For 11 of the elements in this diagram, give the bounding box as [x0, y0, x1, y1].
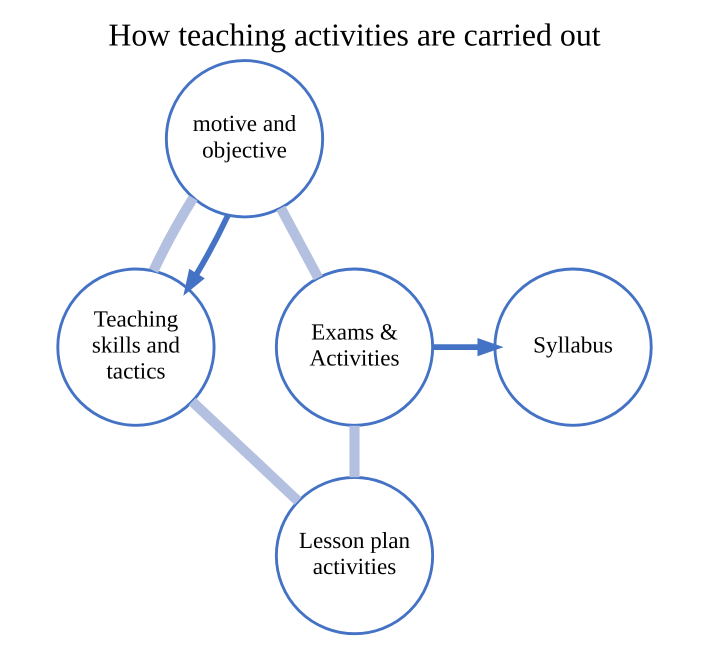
connector: [188, 398, 302, 505]
arrow: [183, 214, 230, 296]
arrow: [433, 338, 504, 356]
connector: [148, 195, 198, 273]
node-circle: Lesson plan activities: [274, 476, 434, 636]
node-circle: Syllabus: [493, 268, 653, 427]
node-circle: motive and objective: [164, 59, 324, 218]
node-circle: Exams & Activities: [274, 268, 434, 427]
diagram-title: How teaching activities are carried out: [108, 18, 601, 53]
connector: [349, 426, 360, 478]
connector: [276, 206, 323, 280]
